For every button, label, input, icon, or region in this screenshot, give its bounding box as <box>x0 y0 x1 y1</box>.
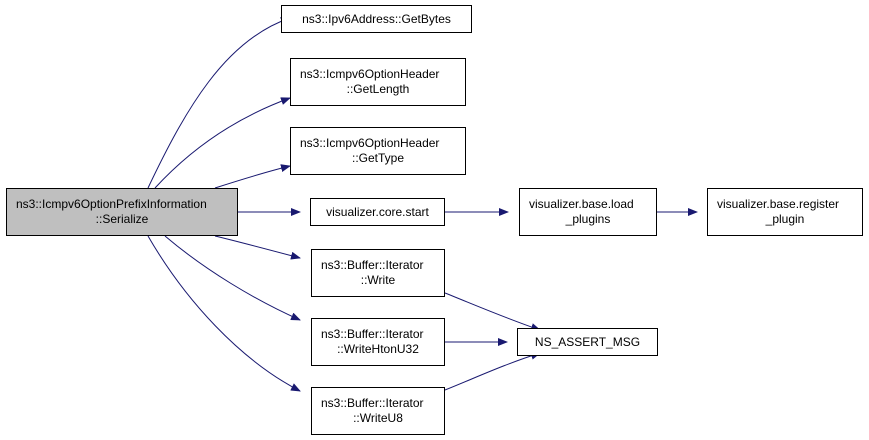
node-buffer-iterator-writeu8[interactable]: ns3::Buffer::Iterator ::WriteU8 <box>311 387 445 435</box>
node-visualizer-base-load-plugins[interactable]: visualizer.base.load _plugins <box>519 188 657 236</box>
node-visualizer-core-start-label: visualizer.core.start <box>326 204 429 219</box>
edge-serialize-get-type <box>214 164 291 189</box>
node-serialize: ns3::Icmpv6OptionPrefixInformation ::Ser… <box>6 188 238 236</box>
node-optionheader-getlength-line1: ns3::Icmpv6OptionHeader <box>300 67 440 81</box>
node-buffer-iterator-write-line1: ns3::Buffer::Iterator <box>321 258 424 272</box>
node-optionheader-getlength-line2: ::GetLength <box>346 82 410 96</box>
node-optionheader-gettype[interactable]: ns3::Icmpv6OptionHeader ::GetType <box>290 127 466 175</box>
node-visualizer-base-load-plugins-line1: visualizer.base.load <box>529 197 634 211</box>
node-buffer-iterator-writehtonu32-line2: ::WriteHtonU32 <box>337 342 419 356</box>
node-ipv6address-getbytes[interactable]: ns3::Ipv6Address::GetBytes <box>281 5 472 33</box>
node-buffer-iterator-write-line2: ::Write <box>360 273 396 287</box>
node-serialize-line2: ::Serialize <box>95 212 149 226</box>
edge-write-u8-ns-assert <box>444 351 541 391</box>
node-ipv6address-getbytes-label: ns3::Ipv6Address::GetBytes <box>302 11 451 26</box>
edge-serialize-get-bytes <box>147 17 291 189</box>
node-optionheader-gettype-line1: ns3::Icmpv6OptionHeader <box>300 136 440 150</box>
node-visualizer-base-register-plugin-line2: _plugin <box>765 212 805 226</box>
node-buffer-iterator-writeu8-line1: ns3::Buffer::Iterator <box>321 396 424 410</box>
edge-serialize-write <box>214 235 301 260</box>
node-optionheader-gettype-line2: ::GetType <box>351 151 405 165</box>
node-buffer-iterator-writehtonu32[interactable]: ns3::Buffer::Iterator ::WriteHtonU32 <box>311 318 445 366</box>
node-ns-assert-msg-label: NS_ASSERT_MSG <box>534 334 641 349</box>
edge-write-ns-assert <box>444 292 541 331</box>
edge-serialize-write-u8 <box>147 235 301 392</box>
edge-serialize-write-hton-u32 <box>164 235 301 321</box>
node-buffer-iterator-write[interactable]: ns3::Buffer::Iterator ::Write <box>311 249 445 297</box>
edge-serialize-get-length <box>154 97 291 189</box>
node-buffer-iterator-writeu8-line2: ::WriteU8 <box>353 411 403 425</box>
node-ns-assert-msg[interactable]: NS_ASSERT_MSG <box>517 328 658 356</box>
node-visualizer-base-load-plugins-line2: _plugins <box>565 212 611 226</box>
node-optionheader-getlength[interactable]: ns3::Icmpv6OptionHeader ::GetLength <box>290 58 466 106</box>
node-visualizer-core-start[interactable]: visualizer.core.start <box>310 198 445 226</box>
node-buffer-iterator-writehtonu32-line1: ns3::Buffer::Iterator <box>321 327 424 341</box>
node-visualizer-base-register-plugin[interactable]: visualizer.base.register _plugin <box>707 188 863 236</box>
node-serialize-line1: ns3::Icmpv6OptionPrefixInformation <box>16 197 207 211</box>
node-visualizer-base-register-plugin-line1: visualizer.base.register <box>717 197 840 211</box>
